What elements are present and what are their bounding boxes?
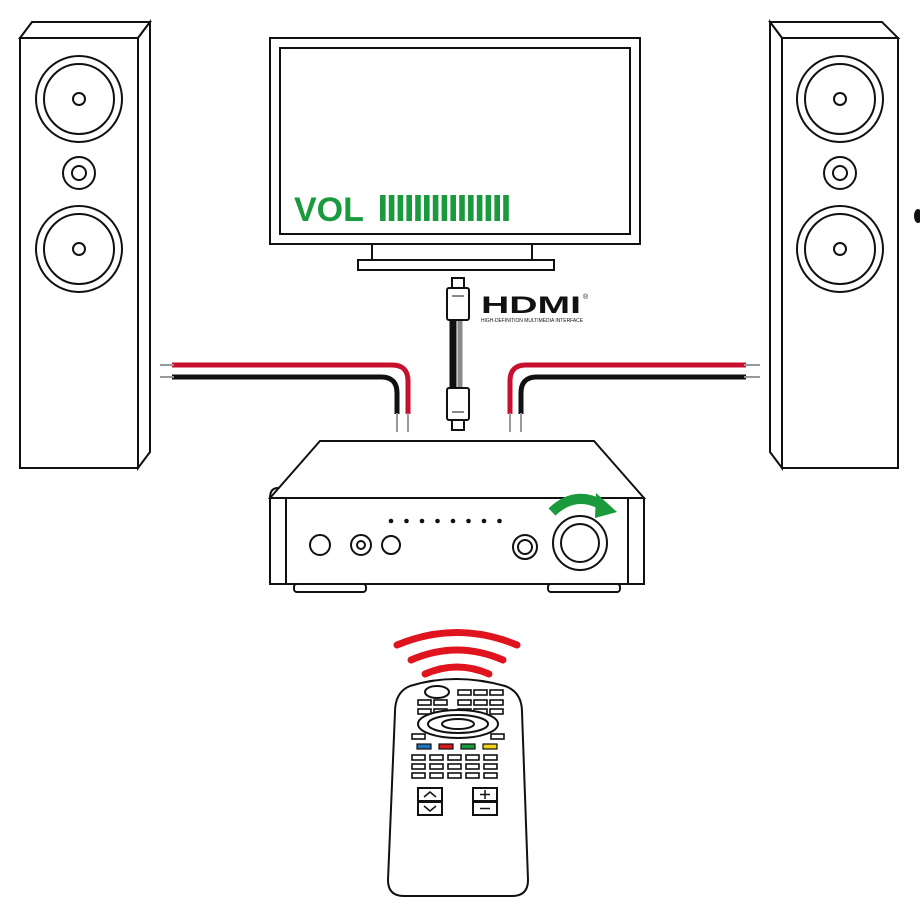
right-speaker-woofer-top — [796, 55, 884, 143]
television — [269, 37, 641, 271]
volume-segment — [450, 195, 456, 221]
remote-key[interactable] — [465, 763, 480, 770]
tv-volume-label: VOL — [294, 191, 364, 229]
remote-key[interactable] — [447, 763, 462, 770]
right-speaker-tweeter — [823, 156, 857, 190]
indicator-led — [497, 518, 502, 524]
remote-blue-key[interactable] — [416, 743, 432, 750]
remote-number-keys — [411, 754, 498, 779]
amplifier — [267, 440, 647, 593]
hdmi-tagline: HIGH-DEFINITION MULTIMEDIA INTERFACE — [481, 318, 584, 324]
headphone-jack — [350, 534, 372, 556]
power-button[interactable] — [309, 534, 331, 556]
hdmi-logo-text: HDMI — [481, 292, 581, 319]
input-button[interactable] — [381, 535, 401, 555]
amplifier-indicator-leds — [388, 518, 502, 524]
volume-segment — [424, 195, 430, 221]
remote-red-key[interactable] — [438, 743, 454, 750]
left-speaker — [18, 19, 152, 471]
volume-segment — [494, 195, 500, 221]
volume-segment — [397, 195, 404, 221]
remote-key[interactable] — [411, 772, 426, 779]
volume-segment — [459, 195, 465, 221]
remote-key[interactable] — [429, 754, 444, 761]
volume-segment — [380, 195, 386, 221]
hdmi-registered-mark: ® — [583, 293, 589, 301]
remote-channel-rocker[interactable] — [417, 787, 443, 816]
indicator-led — [481, 518, 487, 524]
volume-segment — [415, 195, 421, 221]
remote-key[interactable] — [411, 754, 426, 761]
left-speaker-wire — [160, 362, 411, 432]
volume-segment — [476, 195, 483, 221]
volume-segment — [485, 195, 492, 221]
hdmi-cable — [446, 277, 470, 431]
indicator-led — [419, 518, 425, 524]
volume-segment — [468, 195, 474, 221]
remote-green-key[interactable] — [460, 743, 476, 750]
remote-key[interactable] — [429, 772, 444, 779]
remote-key[interactable] — [483, 754, 498, 761]
clockwise-arrow-icon — [548, 493, 617, 518]
remote-key[interactable] — [429, 763, 444, 770]
remote-color-keys — [416, 743, 498, 750]
indicator-led — [388, 518, 394, 524]
amplifier-foot-left — [293, 583, 367, 593]
remote-key[interactable] — [483, 772, 498, 779]
amplifier-foot-right — [547, 583, 621, 593]
selector-knob[interactable] — [512, 534, 538, 560]
remote-power-button[interactable] — [424, 685, 450, 699]
hdmi-plug-icon — [446, 277, 470, 321]
volume-segment — [406, 195, 412, 221]
remote-key[interactable] — [465, 754, 480, 761]
remote-nav-side-keys — [411, 733, 505, 740]
remote-key[interactable] — [447, 754, 462, 761]
volume-knob[interactable] — [552, 515, 608, 571]
hdmi-logo: HDMI ® HIGH-DEFINITION MULTIMEDIA INTERF… — [481, 292, 589, 324]
remote-key[interactable] — [447, 772, 462, 779]
remote-key[interactable] — [483, 763, 498, 770]
remote-control — [386, 678, 530, 897]
right-speaker-wire — [507, 362, 760, 432]
edge-dot — [914, 209, 920, 223]
indicator-led — [466, 518, 471, 524]
infrared-signal-icon — [393, 629, 521, 678]
remote-key[interactable] — [411, 763, 426, 770]
remote-yellow-key[interactable] — [482, 743, 498, 750]
volume-segment — [441, 195, 448, 221]
left-speaker-woofer-top — [35, 55, 123, 143]
remote-dpad[interactable] — [417, 709, 499, 739]
tv-stand-neck — [371, 243, 533, 261]
tv-stand-base — [357, 259, 555, 271]
tv-volume-bar — [380, 195, 509, 221]
indicator-led — [450, 518, 456, 524]
right-speaker-woofer-bottom — [796, 205, 884, 293]
indicator-led — [404, 518, 409, 524]
volume-segment — [432, 195, 439, 221]
right-speaker — [768, 19, 901, 471]
volume-segment — [503, 195, 509, 221]
left-speaker-tweeter — [62, 156, 96, 190]
hdmi-plug-icon — [446, 387, 470, 431]
left-speaker-woofer-bottom — [35, 205, 123, 293]
volume-segment — [388, 195, 395, 221]
remote-key[interactable] — [465, 772, 480, 779]
remote-volume-rocker[interactable] — [472, 787, 498, 816]
indicator-led — [435, 518, 440, 524]
